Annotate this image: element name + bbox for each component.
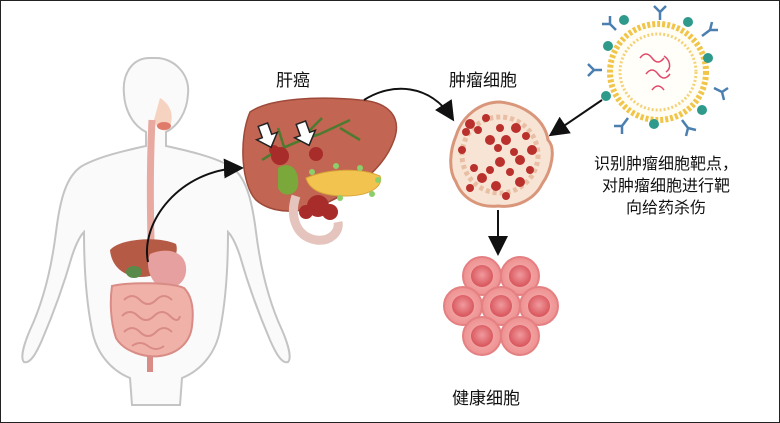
nanoparticle-teal-ligands bbox=[601, 15, 713, 129]
arrow-nanoparticle-to-tumor-cell bbox=[548, 99, 603, 137]
arrow-body-to-liver bbox=[145, 158, 244, 263]
human-body-illustration bbox=[21, 57, 291, 406]
healthy-cells-cluster bbox=[443, 256, 559, 356]
body-stomach bbox=[148, 250, 187, 288]
esophagus bbox=[146, 119, 156, 241]
tumor-cell-label: 肿瘤细胞 bbox=[449, 71, 517, 91]
healthy-cell-label: 健康细胞 bbox=[452, 389, 520, 409]
body-intestines bbox=[109, 282, 194, 358]
healthy-cell bbox=[500, 256, 540, 296]
healthy-cell bbox=[481, 286, 521, 326]
intestine-folds bbox=[121, 295, 181, 350]
liver-tumors bbox=[269, 145, 338, 220]
healthy-cell bbox=[462, 316, 502, 356]
gallbladder bbox=[278, 165, 299, 195]
nanoparticle-payload bbox=[639, 53, 671, 91]
indicator-arrow-2 bbox=[292, 120, 317, 147]
nanoparticle-antibodies bbox=[587, 5, 729, 137]
healthy-cell bbox=[443, 286, 483, 326]
body-outline bbox=[21, 57, 291, 406]
nanoparticle-illustration bbox=[587, 5, 729, 137]
liver-vessels bbox=[261, 117, 361, 162]
body-gallbladder bbox=[126, 266, 142, 278]
duodenum bbox=[289, 194, 343, 245]
mouth bbox=[157, 122, 171, 130]
liver-cancer-label: 肝癌 bbox=[276, 71, 310, 91]
tumor-cell-clusters bbox=[458, 114, 537, 200]
liver-cancer-illustration bbox=[242, 97, 398, 245]
tumor-cell-inner-ring bbox=[459, 114, 541, 196]
pancreas-nodules bbox=[309, 163, 381, 201]
nose-mouth-region bbox=[154, 98, 172, 131]
description-line: 对肿瘤细胞进行靶 bbox=[601, 176, 730, 195]
description-line: 向给药杀伤 bbox=[625, 198, 706, 217]
pancreas bbox=[305, 169, 382, 197]
nanoparticle-inner-shell bbox=[618, 32, 698, 112]
healthy-cell bbox=[500, 316, 540, 356]
indicator-arrow-1 bbox=[254, 122, 279, 149]
arrow-liver-to-tumor-cell bbox=[363, 87, 455, 122]
tumor-cell-illustration bbox=[449, 100, 554, 208]
description-line: 识别肿瘤细胞靶点， bbox=[593, 154, 738, 173]
targeting-description: 识别肿瘤细胞靶点， 对肿瘤细胞进行靶 向给药杀伤 bbox=[566, 153, 766, 219]
healthy-cell bbox=[519, 286, 559, 326]
